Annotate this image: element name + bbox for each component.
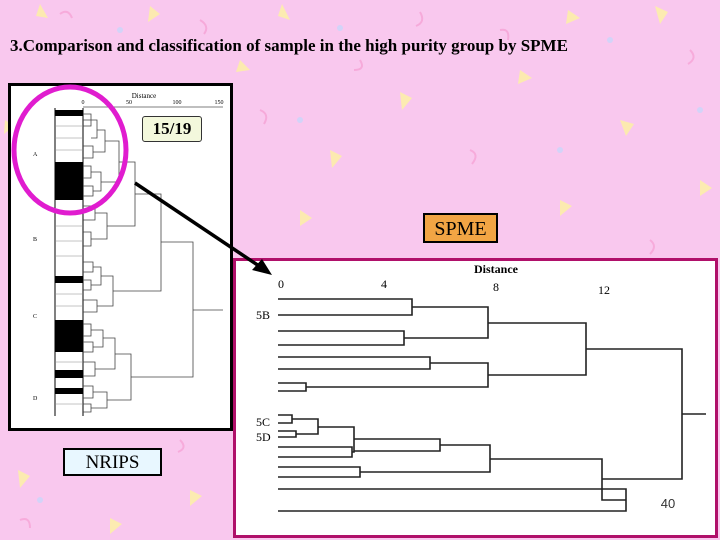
- left-group-label: A: [33, 152, 38, 158]
- match-ratio-label: 15/19: [142, 116, 202, 142]
- right-sample-label: 5C: [256, 415, 270, 429]
- right-tick: 12: [598, 283, 610, 297]
- left-tick: 0: [82, 100, 85, 106]
- right-tick: 0: [278, 277, 284, 291]
- right-tick: 4: [381, 277, 387, 291]
- left-tick: 150: [215, 100, 224, 106]
- spme-label: SPME: [423, 213, 498, 243]
- spme-dendrogram-panel: Distance 0 4 8 12 5B 5C 5D: [233, 258, 718, 538]
- left-group-label: B: [33, 237, 37, 243]
- left-group-label: C: [33, 314, 37, 320]
- slide-number: 40: [660, 496, 676, 511]
- nrips-label: NRIPS: [63, 448, 162, 476]
- left-tick: 100: [173, 100, 182, 106]
- right-tick: 8: [493, 280, 499, 294]
- left-axis-title: Distance: [132, 92, 157, 100]
- right-sample-label: 5D: [256, 430, 271, 444]
- left-group-label: D: [33, 396, 38, 402]
- spme-dendrogram: Distance 0 4 8 12 5B 5C 5D: [256, 262, 706, 512]
- right-sample-label: 5B: [256, 308, 270, 322]
- left-tick: 50: [126, 100, 132, 106]
- right-axis-title: Distance: [474, 262, 519, 276]
- slide-title: 3.Comparison and classification of sampl…: [10, 36, 568, 55]
